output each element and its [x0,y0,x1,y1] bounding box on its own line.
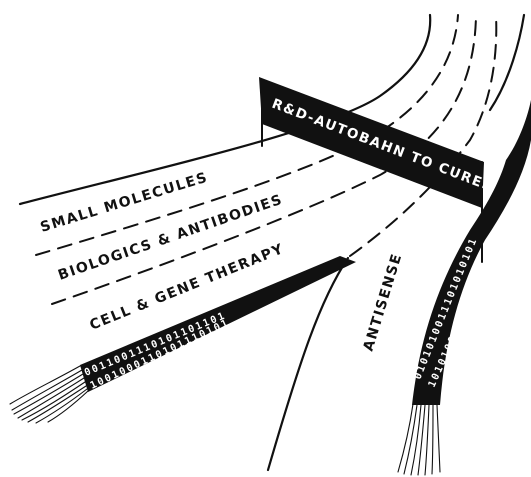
ribbon-right-strands [398,404,440,475]
road-top-edge [20,15,430,204]
ribbon-left-strands [10,366,88,423]
lane-label-antisense: ANTISENSE [361,251,406,353]
sign-text: R&D-AUTOBAHN TO CURES [270,96,496,196]
road-right-edge [490,15,524,110]
